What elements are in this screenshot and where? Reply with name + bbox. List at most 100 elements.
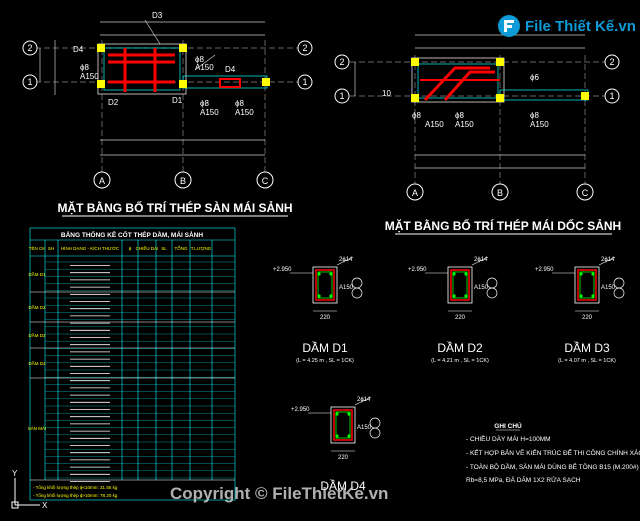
plan2-grid-b: B xyxy=(497,188,503,198)
plan1-label-d1: D1 xyxy=(172,96,183,105)
notes-line-1: - CHIỀU DÀY MÁI H=100MM xyxy=(466,433,551,443)
table-header-length: CHIỀU DÀI xyxy=(136,245,159,251)
watermark-logo: File Thiết Kế.vn xyxy=(497,12,636,42)
plan1-grid-a: A xyxy=(99,176,105,186)
rebar-dot xyxy=(591,294,595,298)
plan2-grid-a: A xyxy=(412,188,418,198)
plan1-grid-1-left: 1 xyxy=(27,77,32,87)
rebar-dot xyxy=(317,272,321,276)
copyright-watermark: Copyright © FileThietKe.vn xyxy=(170,484,389,503)
section-title-d4: DẦM D4 xyxy=(320,478,366,493)
plan1-label-a150-3: A150 xyxy=(200,108,219,117)
table-header-weight: T.LƯỢNG xyxy=(191,246,212,251)
rebar-dot xyxy=(329,294,333,298)
plan1-label-d2: D2 xyxy=(108,98,119,107)
plan1-label-phi8-3: ϕ8 xyxy=(200,99,209,108)
rebar-dot xyxy=(317,294,321,298)
section-level-label: +2.950 xyxy=(273,267,292,273)
section-rebar-label: 2ϕ14 xyxy=(601,257,615,263)
notes-line-3: - TOÀN BỘ DẦM, SÀN MÁI DÙNG BÊ TÔNG B15 … xyxy=(466,461,640,471)
notes-line-4: Rb=8,5 MPa, ĐÁ DĂM 1X2 RỬA SẠCH xyxy=(466,475,581,484)
plan2-label-phi8-3: ϕ8 xyxy=(530,111,539,120)
section-title-d1: DẦM D1 xyxy=(302,340,348,355)
ucs-y-label: Y xyxy=(12,469,18,478)
section-width-label: 220 xyxy=(455,315,466,321)
rebar-dot xyxy=(464,294,468,298)
plan2-grid-2-left: 2 xyxy=(339,57,344,67)
plan2-label-phi6: ϕ6 xyxy=(530,73,539,82)
rebar-dot xyxy=(335,412,339,416)
section-rebar-label: 2ϕ14 xyxy=(474,257,488,263)
ucs-x-label: X xyxy=(42,501,48,510)
plan1-label-d4-left: D4 xyxy=(73,45,84,54)
section-stirrup-label: A150 xyxy=(339,285,354,291)
plan2-label-a150: A150 xyxy=(425,120,444,129)
plan2-label-a150-2: A150 xyxy=(455,120,474,129)
section-width-label: 220 xyxy=(582,315,593,321)
plan1-label-phi8-4: ϕ8 xyxy=(235,99,244,108)
plan2-grid-c: C xyxy=(582,188,589,198)
table-group-d3: DẦM D3 xyxy=(28,332,45,338)
section-note-d3: (L = 4.07 m , SL = 1CK) xyxy=(558,358,616,364)
plan2-label-a150-3: A150 xyxy=(530,120,549,129)
rebar-dot xyxy=(329,272,333,276)
table-group-d1: DẦM D1 xyxy=(28,271,45,277)
plan-1 xyxy=(35,19,300,172)
plan-2 xyxy=(350,34,605,185)
rebar-dot xyxy=(464,272,468,276)
section-level-label: +2.950 xyxy=(291,407,310,413)
plan2-grid-2-right: 2 xyxy=(609,57,614,67)
rebar-dot xyxy=(335,434,339,438)
table-header-sh: SH xyxy=(48,246,54,251)
logo-text: File Thiết Kế.vn xyxy=(525,18,636,35)
plan2-title: MẶT BẰNG BỐ TRÍ THÉP MÁI DỐC SẢNH xyxy=(385,218,621,233)
plan1-label-phi8: ϕ8 xyxy=(80,63,89,72)
section-level-label: +2.950 xyxy=(535,267,554,273)
notes-title: GHI CHÚ xyxy=(494,421,522,430)
ucs-icon xyxy=(11,478,40,509)
plan1-label-phi8-2: ϕ8 xyxy=(195,55,204,64)
logo-icon xyxy=(498,15,520,37)
table-header-diameter: ϕ xyxy=(129,246,132,251)
plan2-label-phi8: ϕ8 xyxy=(412,111,421,120)
table-header-total: TỔNG xyxy=(175,245,188,251)
rebar-dot xyxy=(579,272,583,276)
table-header-count: SL xyxy=(161,246,167,251)
plan-1-grid-bubbles xyxy=(22,40,313,189)
section-width-label: 220 xyxy=(338,455,349,461)
table-footer-2: - Tổng khối lượng thép ϕ>10mm: 78.20 kg xyxy=(33,492,118,498)
plan2-grid-1-left: 1 xyxy=(339,91,344,101)
table-group-d2: DẦM D2 xyxy=(28,304,45,310)
section-title-d2: DẦM D2 xyxy=(437,340,483,355)
plan1-label-a150-4: A150 xyxy=(235,108,254,117)
plan1-label-a150: A150 xyxy=(80,72,99,81)
section-stirrup-label: A150 xyxy=(357,425,372,431)
rebar-schedule-table xyxy=(29,227,236,501)
plan1-grid-b: B xyxy=(180,176,186,186)
table-title: BẢNG THỐNG KÊ CỐT THÉP DẦM, MÁI SẢNH xyxy=(61,229,203,239)
section-width-label: 220 xyxy=(320,315,331,321)
notes-line-2: - KẾT HỢP BẢN VẼ KIẾN TRÚC ĐỂ THI CÔNG C… xyxy=(466,447,640,457)
section-stirrup-label: A150 xyxy=(601,285,616,291)
rebar-dot xyxy=(452,294,456,298)
plan1-grid-2-right: 2 xyxy=(302,43,307,53)
rebar-dot xyxy=(347,434,351,438)
table-header-name: TÊN CK xyxy=(29,244,46,251)
beam-sections: +2.9502ϕ14A150220+2.9502ϕ14A150220+2.950… xyxy=(273,256,625,461)
rebar-dot xyxy=(347,412,351,416)
section-title-d3: DẦM D3 xyxy=(564,340,610,355)
rebar-schedule-rows xyxy=(45,261,235,482)
section-rebar-label: 2ϕ14 xyxy=(339,257,353,263)
plan2-label-phi8-2: ϕ8 xyxy=(455,111,464,120)
section-rebar-label: 2ϕ14 xyxy=(357,397,371,403)
table-footer-1: - Tổng khối lượng thép ϕ<10mm: 31.55 kg xyxy=(33,484,118,490)
table-header-shape: HÌNH DẠNG - KÍCH THƯỚC xyxy=(61,245,120,251)
section-note-d2: (L = 4.21 m , SL = 1CK) xyxy=(431,358,489,364)
rebar-dot xyxy=(591,272,595,276)
plan1-title: MẶT BẰNG BỐ TRÍ THÉP SÀN MÁI SẢNH xyxy=(57,200,292,215)
